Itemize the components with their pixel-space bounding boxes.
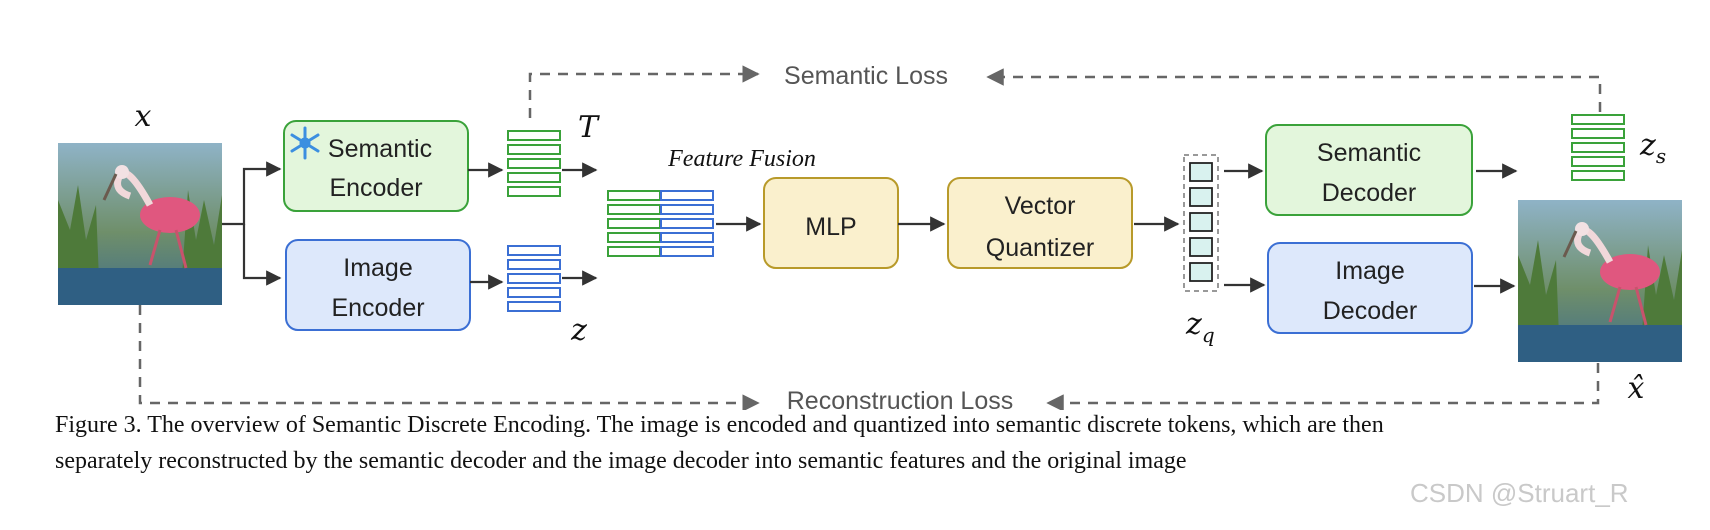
quantized-symbol: zq: [1185, 307, 1215, 347]
semantic-output-symbol: zs: [1639, 128, 1666, 168]
tokens-to-decoder-arrows: [1224, 163, 1266, 293]
vector-quantizer-line1: Vector: [1005, 192, 1076, 220]
image-decoder-line1: Image: [1335, 257, 1404, 285]
image-decoder: Image Decoder: [1267, 242, 1473, 334]
mlp-block: MLP: [763, 177, 899, 269]
mlp-label: MLP: [805, 213, 856, 241]
snowflake-icon: [290, 126, 320, 160]
quantized-token-stack: [1183, 154, 1219, 292]
image-encoder-line1: Image: [343, 254, 412, 282]
input-symbol: x: [135, 99, 152, 134]
semantic-feature-symbol: T: [578, 110, 600, 145]
caption-line-2: separately reconstructed by the semantic…: [55, 448, 1187, 474]
reconstruction-loss-path: [138, 305, 1600, 410]
semantic-feature-stack: [507, 130, 561, 197]
semantic-encoder-line1: Semantic: [328, 135, 432, 163]
output-symbol: x̂: [1628, 371, 1645, 406]
semantic-encoder-line2: Encoder: [329, 174, 422, 202]
semantic-loss-label: Semantic Loss: [784, 62, 948, 90]
feature-fusion-label: Feature Fusion: [667, 146, 816, 172]
decoder-output-arrows: [1474, 163, 1518, 294]
image-feature-stack: [507, 245, 561, 312]
watermark: CSDN @Struart_R: [1410, 478, 1629, 508]
reconstructed-image: [1518, 200, 1682, 362]
semantic-encoder: Semantic Encoder: [283, 120, 469, 212]
image-decoder-line2: Decoder: [1323, 297, 1418, 325]
vector-quantizer: Vector Quantizer: [947, 177, 1133, 269]
image-feature-symbol: z: [570, 313, 587, 348]
input-image: [58, 143, 222, 305]
figure-caption: Figure 3. The overview of Semantic Discr…: [55, 407, 1695, 479]
architecture-diagram: Semantic Loss Reconstruction Loss x Sema…: [58, 62, 1682, 410]
semantic-decoder-line1: Semantic: [1317, 139, 1421, 167]
image-encoder-line2: Encoder: [331, 294, 424, 322]
image-encoder: Image Encoder: [285, 239, 471, 331]
fused-feature-stack: [607, 190, 714, 257]
input-connectors: [222, 161, 282, 286]
vector-quantizer-line2: Quantizer: [986, 234, 1094, 262]
encoder-output-arrows: [468, 162, 598, 290]
semantic-decoder: Semantic Decoder: [1265, 124, 1473, 216]
reconstruction-loss-label: Reconstruction Loss: [787, 387, 1014, 410]
caption-line-1: Figure 3. The overview of Semantic Discr…: [55, 412, 1384, 438]
semantic-loss-path: [528, 65, 1602, 118]
semantic-output-stack: [1571, 114, 1625, 181]
semantic-decoder-line2: Decoder: [1322, 179, 1417, 207]
